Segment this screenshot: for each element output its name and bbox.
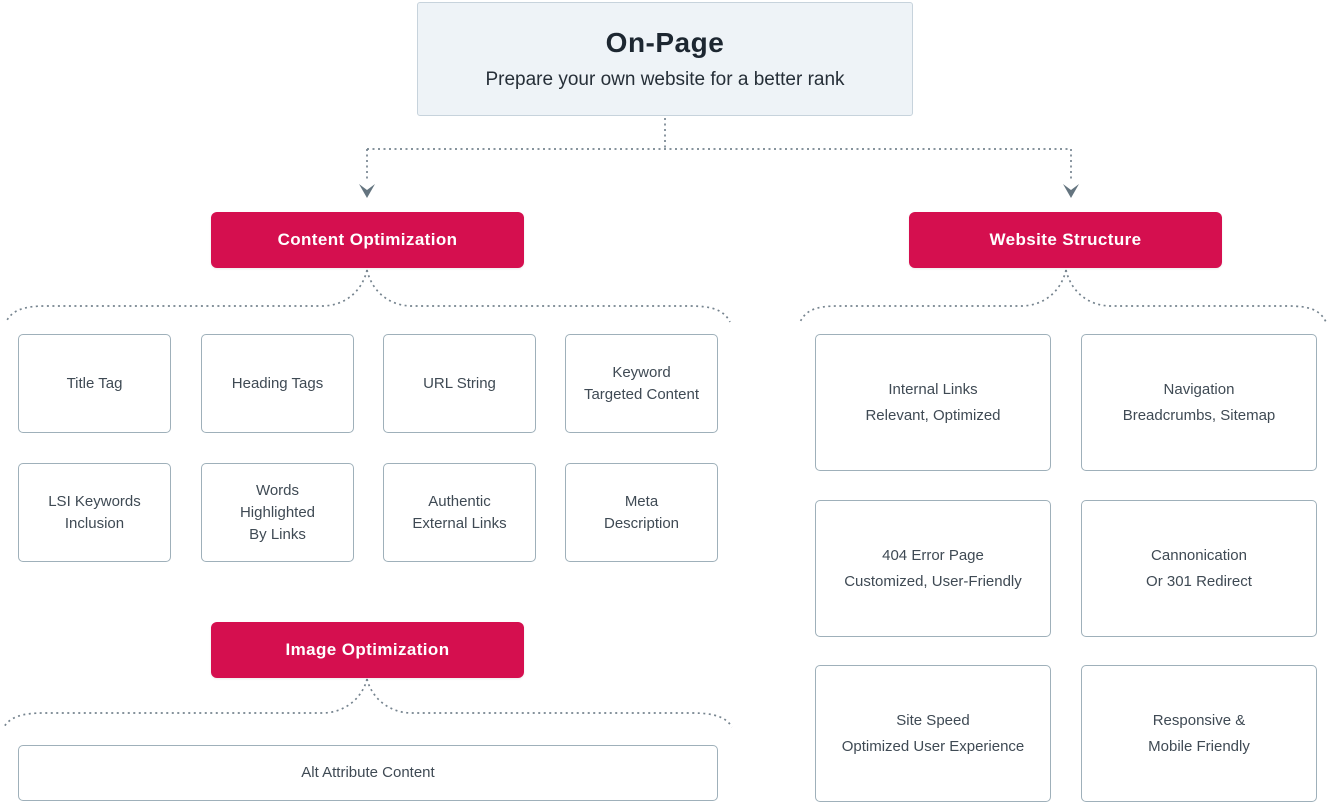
arrowhead-right-icon [1063,184,1079,198]
branch-header-image-optimization: Image Optimization [211,622,524,678]
connector-website-brace-left [799,269,1067,323]
node-meta-description: Meta Description [565,463,718,562]
node-label: Relevant, Optimized [865,406,1001,424]
node-site-speed: Site Speed Optimized User Experience [815,665,1051,802]
node-lsi-keywords-inclusion: LSI Keywords Inclusion [18,463,171,562]
node-label: Authentic [428,492,491,510]
page-title: On-Page [605,27,725,58]
node-label: Site Speed [896,711,970,729]
page-subtitle: Prepare your own website for a better ra… [485,69,845,90]
connector-content-brace-left [5,269,368,323]
connector-content-brace-right [366,269,731,323]
node-label: Description [603,514,680,532]
node-label: Or 301 Redirect [1146,572,1252,590]
node-label: Targeted Content [583,385,700,403]
node-label: Meta [624,492,659,510]
root-node-on-page: On-Page Prepare your own website for a b… [417,2,913,116]
node-label: Inclusion [64,514,125,532]
node-label: URL String [423,374,496,392]
node-title-tag: Title Tag [18,334,171,433]
node-label: Navigation [1163,380,1235,398]
node-label: Words [255,481,300,499]
branch-header-content-optimization: Content Optimization [211,212,524,268]
node-label: Internal Links [888,380,978,398]
node-label: LSI Keywords [48,492,141,510]
node-404-error-page: 404 Error Page Customized, User-Friendly [815,500,1051,637]
node-cannonication: Cannonication Or 301 Redirect [1081,500,1317,637]
node-label: Customized, User-Friendly [844,572,1022,590]
node-label: Mobile Friendly [1148,737,1250,755]
node-label: 404 Error Page [882,546,984,564]
node-navigation: Navigation Breadcrumbs, Sitemap [1081,334,1317,471]
node-label: By Links [249,525,306,543]
node-label: Responsive & [1152,711,1246,729]
node-label: Breadcrumbs, Sitemap [1122,406,1276,424]
node-label: Cannonication [1151,546,1247,564]
connector-image-brace-left [3,678,368,728]
node-label: Title Tag [66,374,123,392]
node-internal-links: Internal Links Relevant, Optimized [815,334,1051,471]
branch-header-website-structure: Website Structure [909,212,1222,268]
node-responsive-mobile-friendly: Responsive & Mobile Friendly [1081,665,1317,802]
node-authentic-external-links: Authentic External Links [383,463,536,562]
node-words-highlighted-by-links: Words Highlighted By Links [201,463,354,562]
node-alt-attribute-content: Alt Attribute Content [18,745,718,801]
node-label: External Links [412,514,507,532]
node-label: Heading Tags [231,374,324,392]
node-label: Optimized User Experience [841,737,1025,755]
node-keyword-targeted-content: Keyword Targeted Content [565,334,718,433]
node-label: Highlighted [239,503,316,521]
node-url-string: URL String [383,334,536,433]
connector-image-brace-right [366,678,733,728]
connector-website-brace-right [1065,269,1327,323]
node-heading-tags: Heading Tags [201,334,354,433]
arrowhead-left-icon [359,184,375,198]
node-label: Keyword [612,363,671,381]
node-label: Alt Attribute Content [301,764,435,781]
